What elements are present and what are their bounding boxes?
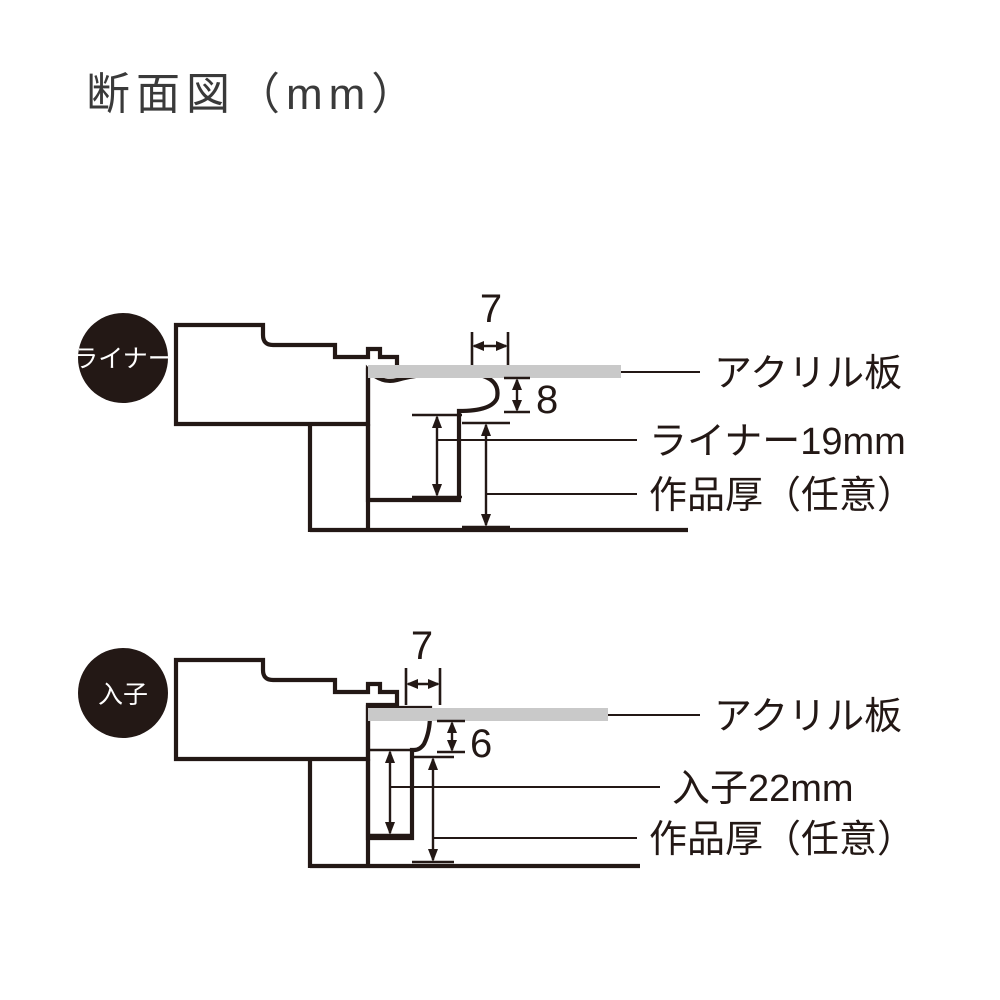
measure-artwork-thickness <box>412 755 454 864</box>
arrow-right <box>496 341 508 351</box>
dimension-insert-face-height: 6 <box>437 719 492 766</box>
callout-artwork-thickness: 作品厚（任意） <box>433 819 915 861</box>
measure-liner-depth <box>412 413 462 499</box>
frame-profile-outline <box>173 657 400 762</box>
callout-label: 作品厚（任意） <box>649 819 915 861</box>
dimension-rebate-width: 7 <box>470 287 510 365</box>
dimension-liner-face-height: 8 <box>504 376 558 422</box>
arrow-up <box>447 721 457 733</box>
arrow-down <box>447 740 457 752</box>
callout-liner-depth: ライナー19mm <box>437 421 906 463</box>
arrow-up <box>385 750 395 763</box>
callout-label: アクリル板 <box>714 696 902 738</box>
badge-insert: 入子 <box>78 648 168 738</box>
dimension-value: 6 <box>470 722 492 766</box>
callout-label: アクリル板 <box>714 353 902 395</box>
callout-label: 作品厚（任意） <box>649 475 915 517</box>
measure-insert-depth <box>368 748 412 837</box>
arrow-right <box>428 679 440 689</box>
arrow-up <box>428 757 438 770</box>
arrow-down <box>432 484 442 497</box>
badge-circle <box>78 648 168 738</box>
badge-label: 入子 <box>98 681 148 709</box>
arrow-up <box>432 415 442 428</box>
acrylic-sheet <box>368 365 621 378</box>
arrow-down <box>481 514 491 527</box>
backing-board <box>307 424 371 532</box>
dimension-rebate-width: 7 <box>404 624 442 705</box>
callout-label: 入子22mm <box>672 768 854 810</box>
backing-board <box>307 759 371 868</box>
callout-acrylic-sheet: アクリル板 <box>621 353 902 395</box>
dimension-value: 8 <box>536 378 558 422</box>
arrow-up <box>512 378 522 390</box>
arrow-up <box>481 423 491 436</box>
page-title: 断面図（mm） <box>86 70 422 119</box>
acrylic-sheet <box>368 708 608 721</box>
measure-artwork-thickness <box>462 421 510 529</box>
insert-moulding-profile <box>365 705 433 841</box>
arrow-down <box>385 822 395 835</box>
arrow-down <box>512 400 522 412</box>
arrow-left <box>406 679 418 689</box>
callout-label: ライナー19mm <box>649 421 906 463</box>
callout-acrylic-sheet: アクリル板 <box>608 696 902 738</box>
badge-circle <box>78 313 168 403</box>
badge-liner: ライナー <box>73 313 173 403</box>
dimension-value: 7 <box>411 624 433 668</box>
dimension-value: 7 <box>480 287 502 331</box>
arrow-down <box>428 849 438 862</box>
callout-insert-depth: 入子22mm <box>390 768 854 810</box>
arrow-left <box>472 341 484 351</box>
callout-artwork-thickness: 作品厚（任意） <box>486 475 915 517</box>
badge-label: ライナー <box>73 345 173 373</box>
